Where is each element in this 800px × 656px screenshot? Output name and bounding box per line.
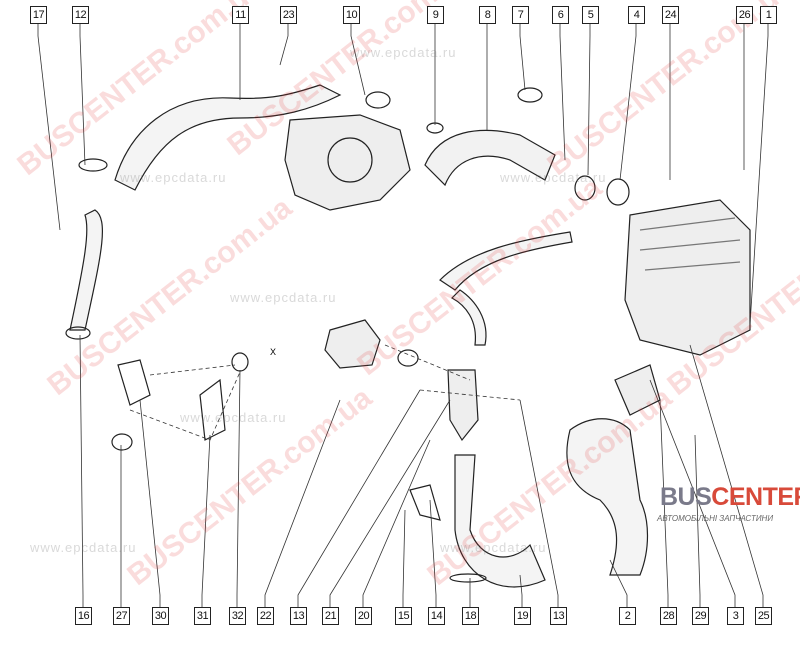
leader-line [297, 389, 421, 607]
leader-line [279, 24, 289, 66]
leader-line [519, 399, 559, 607]
callout-label: 32 [229, 607, 246, 625]
leader-line [519, 24, 526, 91]
engine-block [624, 199, 751, 356]
callout-label: 6 [552, 6, 569, 24]
leader-line [37, 24, 61, 231]
callout-label: 11 [232, 6, 249, 24]
leader-line [694, 434, 701, 607]
callout-label: 4 [628, 6, 645, 24]
leader-line [264, 399, 341, 607]
hose-11 [114, 84, 342, 191]
pipe-16 [69, 209, 104, 331]
housing-13 [447, 369, 479, 442]
leader-line [519, 574, 523, 607]
callout-label: 31 [194, 607, 211, 625]
marker-x: X [270, 347, 276, 357]
callout-label: 20 [355, 607, 372, 625]
leader-line [559, 24, 566, 161]
leader-line [609, 559, 628, 607]
callout-label: 21 [322, 607, 339, 625]
callout-label: 14 [428, 607, 445, 625]
pipe-24 [439, 231, 573, 291]
callout-label: 30 [152, 607, 169, 625]
seal-5 [574, 175, 596, 201]
callout-label: 27 [113, 607, 130, 625]
callout-label: 10 [343, 6, 360, 24]
leader-line [402, 509, 406, 607]
seal-32 [231, 352, 249, 372]
callout-label: 17 [30, 6, 47, 24]
hose-3 [614, 364, 661, 416]
callout-label: 26 [736, 6, 753, 24]
leader-line [362, 439, 431, 607]
pipe-2 [566, 418, 649, 576]
bracket-31 [199, 378, 226, 441]
egr-valve [324, 319, 381, 369]
callout-label: 22 [257, 607, 274, 625]
callout-label: 3 [727, 607, 744, 625]
pipe-19 [454, 454, 546, 588]
leader-line [587, 24, 591, 176]
leader-line [619, 24, 637, 181]
hose-8 [424, 129, 556, 187]
leader-line [659, 399, 669, 607]
callout-label: 13 [290, 607, 307, 625]
bracket-14 [409, 484, 441, 521]
callout-label: 13 [550, 607, 567, 625]
turbocharger [284, 114, 411, 211]
leader-line [79, 24, 86, 166]
callout-label: 29 [692, 607, 709, 625]
callout-label: 25 [755, 607, 772, 625]
leader-line [236, 369, 241, 607]
seal-4 [606, 178, 630, 206]
seal-27 [111, 433, 133, 451]
leader-line [649, 379, 736, 607]
bracket-30 [117, 359, 151, 406]
leader-line [139, 399, 161, 607]
callout-label: 18 [462, 607, 479, 625]
logo-subtitle: АВТОМОБІЛЬНІ ЗАПЧАСТИНИ [657, 514, 774, 523]
leader-line [689, 344, 764, 607]
leader-line [79, 334, 84, 607]
leader-line [429, 499, 437, 607]
callout-label: 2 [619, 607, 636, 625]
buscenter-logo: BUSCENTER [660, 483, 800, 511]
callout-label: 15 [395, 607, 412, 625]
seal-10 [365, 91, 391, 109]
callout-label: 23 [280, 6, 297, 24]
callout-label: 8 [479, 6, 496, 24]
callout-label: 12 [72, 6, 89, 24]
leader-line [201, 434, 211, 607]
leader-line [329, 399, 451, 607]
callout-label: 16 [75, 607, 92, 625]
callout-label: 24 [662, 6, 679, 24]
callout-label: 7 [512, 6, 529, 24]
callout-label: 1 [760, 6, 777, 24]
callout-label: 5 [582, 6, 599, 24]
callout-label: 9 [427, 6, 444, 24]
callout-label: 28 [660, 607, 677, 625]
leader-line [350, 24, 366, 96]
leader-line [749, 24, 769, 326]
seal-12 [78, 158, 108, 172]
callout-label: 19 [514, 607, 531, 625]
